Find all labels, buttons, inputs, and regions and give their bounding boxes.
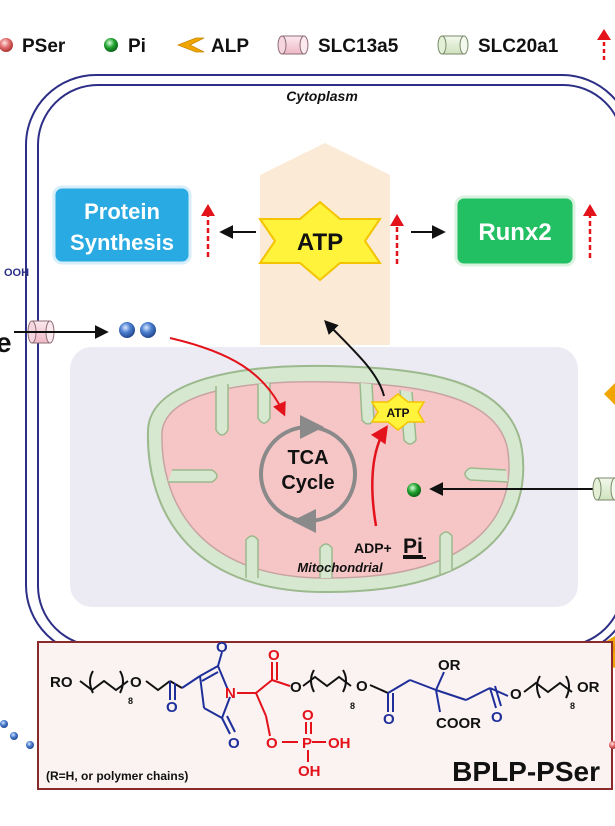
tca-label-line2: Cycle	[281, 472, 334, 494]
atom-p: P	[302, 735, 312, 752]
pser-dot-icon	[0, 38, 13, 52]
atom-o-chain-mid: O	[356, 678, 368, 695]
bplp-pser-structure-panel	[37, 641, 613, 790]
runx2-label: Runx2	[478, 219, 551, 246]
blue-dot-icon	[10, 732, 18, 740]
cytoplasm-label: Cytoplasm	[286, 88, 358, 104]
blue-dot-icon	[119, 322, 135, 338]
atom-o-red-ester: O	[290, 679, 302, 696]
mitochondrial-label: Mitochondrial	[297, 560, 383, 575]
atom-o-carbonyl-right: O	[491, 709, 503, 726]
protein-up-arrow-icon	[201, 204, 215, 257]
protein-synthesis-line2: Synthesis	[70, 230, 174, 255]
legend-label-slc13a5: SLC13a5	[318, 36, 399, 57]
protein-synthesis-box: Protein Synthesis	[52, 185, 192, 265]
atom-ro-left: RO	[50, 674, 73, 691]
atom-o-phosphate-bridge: O	[266, 735, 278, 752]
atom-oh-bottom: OH	[298, 763, 321, 780]
atom-subscript: 8	[570, 701, 575, 711]
atp-up-arrow-icon	[390, 214, 404, 264]
atp-small-label: ATP	[386, 406, 409, 420]
atom-o-top-imide: O	[216, 639, 228, 656]
atp-export-arrow	[324, 319, 385, 397]
legend-label-alp: ALP	[211, 36, 249, 57]
slc13a5-cylinder-icon	[277, 35, 309, 55]
slc20a1-transporter	[592, 477, 615, 501]
protein-synthesis-line1: Protein	[84, 199, 160, 224]
runx2-box: Runx2	[454, 195, 576, 267]
cooh-fragment-text: OOH	[4, 267, 29, 279]
atom-or-top: OR	[438, 657, 461, 674]
tca-cycle: TCA Cycle	[259, 415, 357, 533]
atom-o-ester-left-carbonyl: O	[166, 699, 178, 716]
pi-dot-icon	[407, 483, 421, 497]
atom-or-right: OR	[577, 679, 600, 696]
atom-subscript: 8	[350, 701, 355, 711]
chemical-structure-labels: RO 8 O O O N O O O 8 O O OR COOR O O 8 O…	[50, 639, 600, 780]
atom-n-imide: N	[225, 685, 236, 702]
legend-label-pser: PSer	[22, 36, 66, 57]
atp-star: ATP	[258, 200, 382, 282]
blue-dot-icon	[140, 322, 156, 338]
legend: PSer Pi ALP SLC13a5 SLC20a1	[0, 29, 611, 60]
atom-subscript: 8	[128, 696, 133, 706]
adp-label: ADP+	[354, 540, 392, 556]
r-group-note: (R=H, or polymer chains)	[46, 769, 188, 783]
alp-chevron-icon	[604, 383, 615, 405]
pi-to-atp-arrow	[370, 425, 388, 527]
pser-to-tca-arrow	[169, 337, 286, 417]
atom-o-bottom-imide: O	[228, 735, 240, 752]
slc20a1-cylinder-icon	[437, 35, 469, 55]
atom-o-carbonyl-mid: O	[383, 711, 395, 728]
up-regulation-arrow-icon	[597, 29, 611, 60]
mitochondrion	[146, 364, 525, 594]
alp-chevron-icon	[176, 37, 205, 53]
atom-oh-right: OH	[328, 735, 351, 752]
blue-dot-icon	[0, 720, 8, 728]
left-cutoff-text: e	[0, 327, 12, 358]
runx2-up-arrow-icon	[583, 204, 597, 258]
atom-o-phosphate-top: O	[302, 707, 314, 724]
chemical-structure-bonds	[79, 651, 573, 762]
blue-dot-icon	[26, 741, 34, 749]
atom-o-ester-right: O	[510, 686, 522, 703]
atom-o-ester-left: O	[130, 674, 142, 691]
atp-main-label: ATP	[297, 229, 343, 256]
pi-label: Pi	[403, 535, 423, 558]
atom-o-red-carbonyl: O	[268, 647, 280, 664]
tca-label-line1: TCA	[287, 447, 328, 469]
bplp-pser-title: BPLP-PSer	[452, 756, 600, 787]
atom-coor: COOR	[436, 715, 481, 732]
legend-label-slc20a1: SLC20a1	[478, 36, 559, 57]
atp-small-star: ATP	[370, 393, 426, 431]
pser-dot-icon	[609, 741, 615, 749]
pi-dot-icon	[104, 38, 118, 52]
legend-label-pi: Pi	[128, 36, 146, 57]
